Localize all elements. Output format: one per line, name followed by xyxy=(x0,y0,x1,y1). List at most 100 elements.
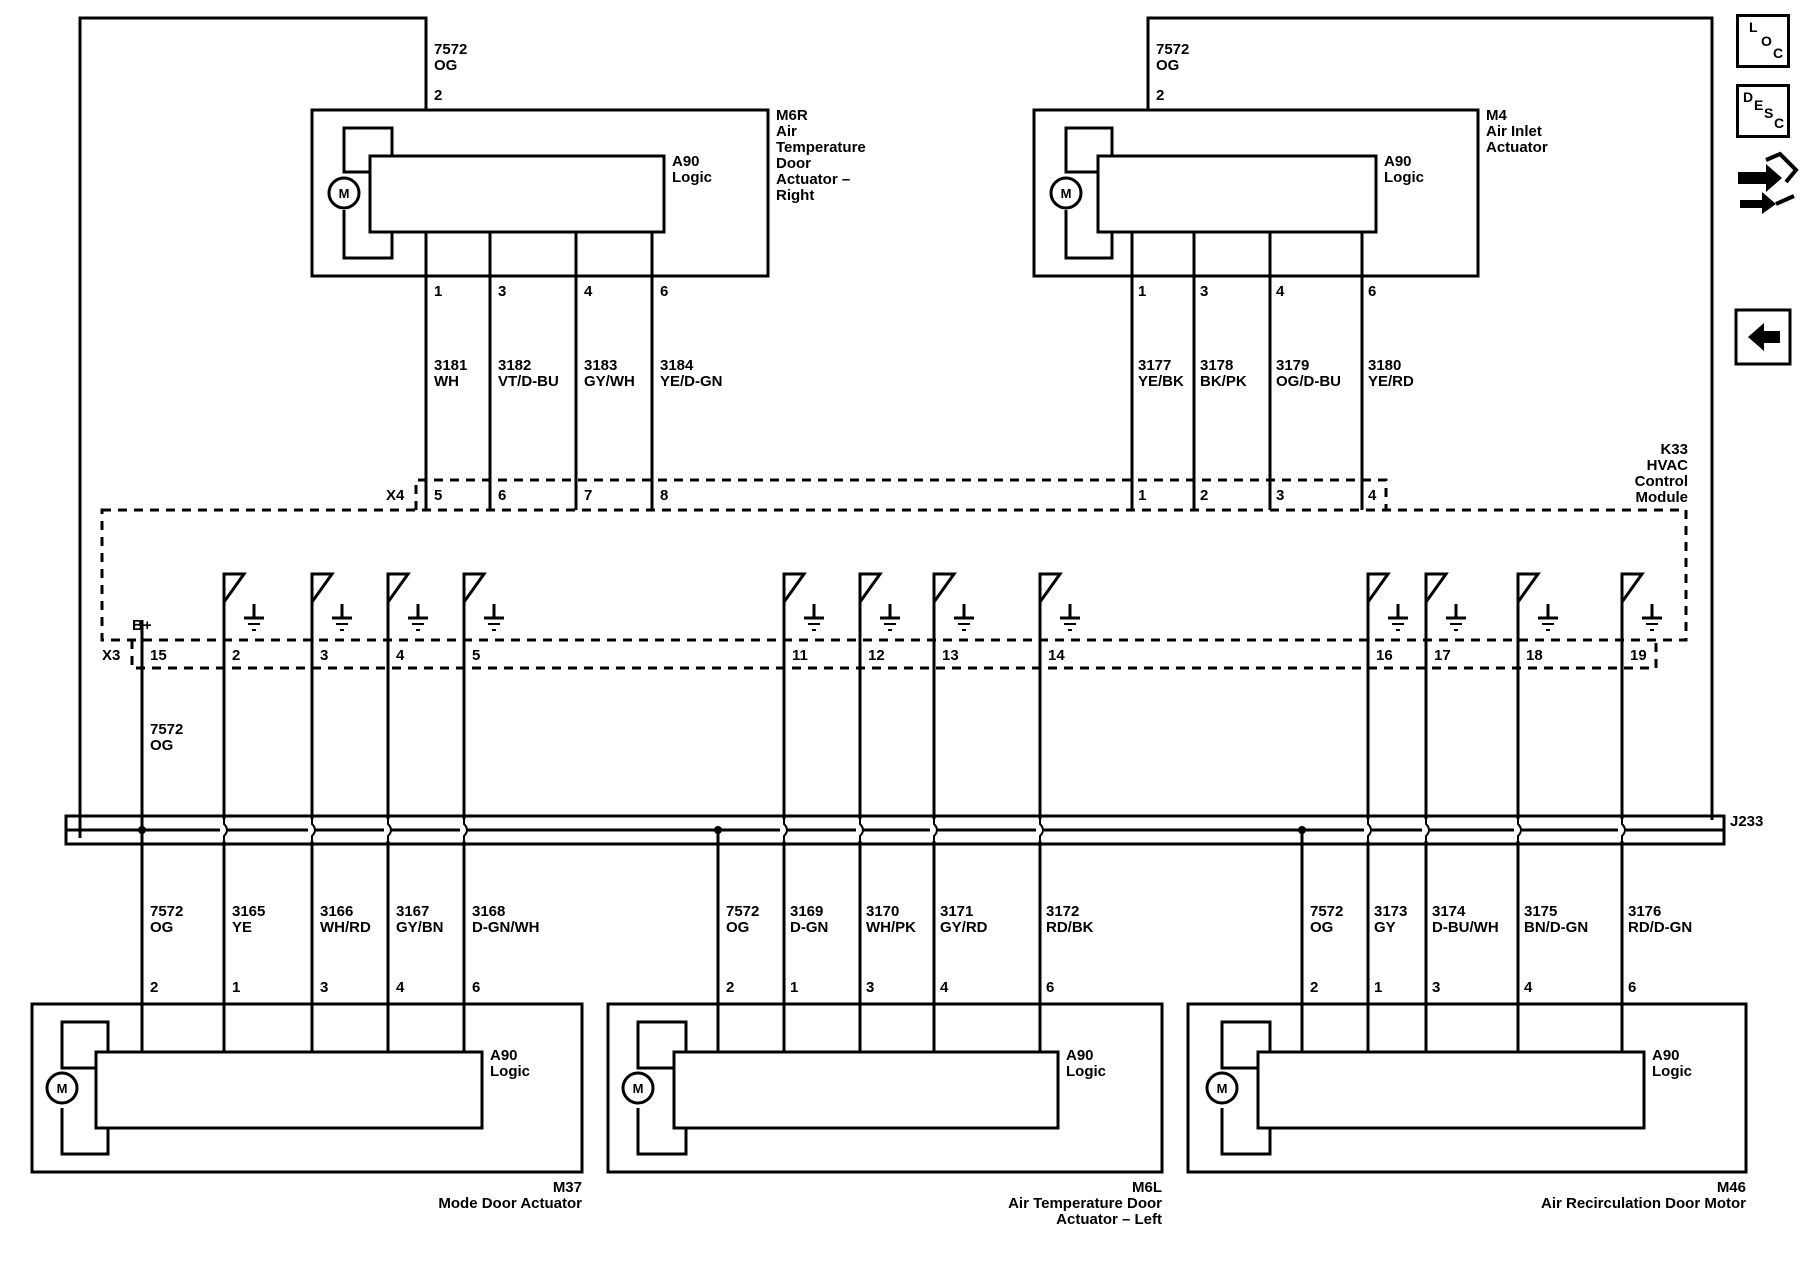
module-id: M6L xyxy=(1132,1179,1162,1196)
k33-switches xyxy=(222,572,1662,668)
x3-pin-label: 2 xyxy=(232,647,240,664)
splice-dot xyxy=(138,826,146,834)
pin-label: 4 xyxy=(584,283,593,300)
motor-icon xyxy=(1049,176,1083,210)
module-desc: Actuator – Left xyxy=(1056,1211,1162,1228)
module-desc: Actuator xyxy=(1486,139,1548,156)
motor-label: M xyxy=(1217,1081,1228,1096)
pin-label: 3 xyxy=(320,979,328,996)
desc-letter-e: E xyxy=(1754,97,1764,113)
x3-connector-label: X3 xyxy=(102,647,120,664)
low-side-switch-icon xyxy=(1038,572,1080,668)
circuit-label: 3176 xyxy=(1628,903,1661,920)
pin-label: 1 xyxy=(790,979,798,996)
x3-pin-label: 13 xyxy=(942,647,959,664)
pin-label: 1 xyxy=(232,979,240,996)
circuit-label: 3165 xyxy=(232,903,265,920)
module-m46: M A90 Logic M46 Air Recirculation Door M… xyxy=(1186,1002,1748,1212)
module-desc: Air Recirculation Door Motor xyxy=(1541,1195,1746,1212)
loc-letter-o: O xyxy=(1761,33,1772,49)
pin-label: 6 xyxy=(1046,979,1054,996)
feed-pin-m6r: 2 xyxy=(434,87,442,104)
pin-label: 3 xyxy=(866,979,874,996)
module-desc: Temperature xyxy=(776,139,866,156)
color-label: VT/D-BU xyxy=(498,373,559,390)
circuit-label: 3178 xyxy=(1200,357,1233,374)
low-side-switch-icon xyxy=(932,572,974,668)
low-side-switch-icon xyxy=(462,572,504,668)
k33-label: Module xyxy=(1636,489,1689,506)
module-m4: M A90 Logic M4 Air Inlet Actuator xyxy=(1032,107,1548,278)
pin-label: 4 xyxy=(1524,979,1533,996)
circuit-label: 3170 xyxy=(866,903,899,920)
pin-label: 1 xyxy=(1374,979,1382,996)
module-desc: Mode Door Actuator xyxy=(438,1195,582,1212)
circuit-label: 3183 xyxy=(584,357,617,374)
pin-label: 4 xyxy=(940,979,949,996)
logic-label: Logic xyxy=(1066,1063,1106,1080)
logic-label: A90 xyxy=(1652,1047,1680,1064)
circuit-label: 3182 xyxy=(498,357,531,374)
color-label: OG xyxy=(1310,919,1333,936)
low-side-switch-icon xyxy=(1366,572,1408,668)
x4-pin-label: 5 xyxy=(434,487,442,504)
feed-circuit-m4: 7572 xyxy=(1156,41,1189,58)
low-side-switch-icon xyxy=(1516,572,1558,668)
pin-label: 2 xyxy=(150,979,158,996)
module-desc: Air Inlet xyxy=(1486,123,1542,140)
circuit-label: 7572 xyxy=(726,903,759,920)
motor-icon xyxy=(327,176,361,210)
k33-label: Control xyxy=(1635,473,1688,490)
feed-wire-left xyxy=(78,16,428,838)
connector-end-view-icon[interactable] xyxy=(1738,151,1799,214)
x4-pin-label: 1 xyxy=(1138,487,1146,504)
desc-letter-s: S xyxy=(1764,105,1774,121)
logic-label: Logic xyxy=(1652,1063,1692,1080)
module-k33: X4 X3 B+ K33 HVAC Control Module xyxy=(100,441,1689,670)
logic-label: Logic xyxy=(490,1063,530,1080)
color-label: GY/BN xyxy=(396,919,444,936)
circuit-label: 3177 xyxy=(1138,357,1171,374)
bottom-group-1-labels: 7572 OG 3165 YE 3166 WH/RD 3167 GY/BN 31… xyxy=(150,903,540,996)
pin-label: 6 xyxy=(1368,283,1376,300)
pin-label: 2 xyxy=(1310,979,1318,996)
circuit-label: 3180 xyxy=(1368,357,1401,374)
logic-label: A90 xyxy=(1384,153,1412,170)
x3-pin-label: 4 xyxy=(396,647,405,664)
bplus-color: OG xyxy=(150,737,173,754)
circuit-label: 3172 xyxy=(1046,903,1079,920)
x3-pin-label: 3 xyxy=(320,647,328,664)
x3-pin-label: 16 xyxy=(1376,647,1393,664)
feed-circuit-m6r: 7572 xyxy=(434,41,467,58)
low-side-switch-icon xyxy=(782,572,824,668)
color-label: RD/BK xyxy=(1046,919,1094,936)
logic-label: Logic xyxy=(672,169,712,186)
x3-pin-label: 11 xyxy=(792,647,808,664)
k33-label: K33 xyxy=(1660,441,1688,458)
module-m6r: M A90 Logic M6R Air Temperature Door Act… xyxy=(310,107,866,278)
x4-connector-label: X4 xyxy=(386,487,405,504)
logic-label: A90 xyxy=(672,153,700,170)
color-label: YE xyxy=(232,919,252,936)
color-label: BN/D-GN xyxy=(1524,919,1588,936)
k33-label: HVAC xyxy=(1647,457,1689,474)
desc-letter-c: C xyxy=(1774,115,1785,131)
color-label: OG xyxy=(726,919,749,936)
module-id: M46 xyxy=(1717,1179,1746,1196)
low-side-switch-icon xyxy=(222,572,264,668)
x3-pin-label: 14 xyxy=(1048,647,1065,664)
color-label: YE/RD xyxy=(1368,373,1414,390)
motor-icon xyxy=(45,1071,79,1105)
location-button[interactable]: L O C xyxy=(1736,14,1790,68)
circuit-label: 3184 xyxy=(660,357,694,374)
low-side-switch-icon xyxy=(1620,572,1662,668)
motor-icon xyxy=(1205,1071,1239,1105)
color-label: RD/D-GN xyxy=(1628,919,1692,936)
back-arrow-icon[interactable] xyxy=(1734,308,1792,366)
loc-letter-l: L xyxy=(1749,19,1758,35)
top-right-wires: 1 3 4 6 3177 YE/BK 3178 BK/PK 3179 OG/D-… xyxy=(1130,232,1414,510)
module-desc: Air Temperature Door xyxy=(1008,1195,1162,1212)
low-side-switch-icon xyxy=(1424,572,1466,668)
description-button[interactable]: D E S C xyxy=(1736,84,1790,138)
